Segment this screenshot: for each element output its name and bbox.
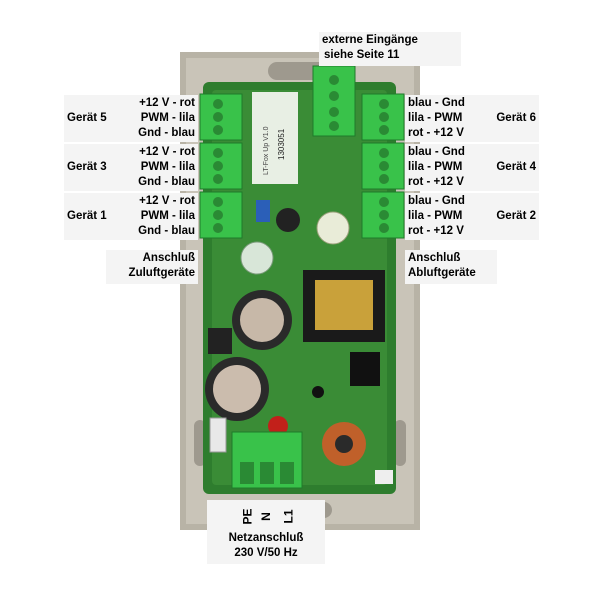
mains-terminal-block xyxy=(231,431,303,489)
electrolytic-capacitor-1-top xyxy=(240,298,284,342)
transformer-core xyxy=(315,280,373,330)
right-group-6-device: Gerät 6 xyxy=(496,112,536,124)
mains-n: N xyxy=(258,512,273,521)
left-group-1-line-1: +12 V - rot xyxy=(139,195,195,207)
left-group-1-line-3: Gnd - blau xyxy=(138,225,195,237)
left-group-1-line-2: PWM - lila xyxy=(140,210,195,222)
mains-line1: Netzanschluß xyxy=(228,532,304,544)
external-inputs-label: externe Eingänge siehe Seite 11 xyxy=(319,32,461,66)
exhaust-air-line1: Anschluß xyxy=(408,252,461,264)
mains-connection-label: PE N L1 Netzanschluß 230 V/50 Hz xyxy=(207,500,325,564)
left-terminal-blocks xyxy=(199,93,243,239)
right-group-6-line-2: lila - PWM xyxy=(408,112,463,124)
right-group-4-line-1: blau - Gnd xyxy=(408,146,465,158)
left-group-5-line-2: PWM - lila xyxy=(140,112,195,124)
supply-air-line2: Zuluftgeräte xyxy=(128,267,195,279)
supply-air-connector-label: Anschluß Zuluftgeräte xyxy=(106,250,198,284)
board-model-text: LT-Fox Up V1.0 xyxy=(263,126,270,175)
right-group-4-device: Gerät 4 xyxy=(496,161,536,173)
capacitor-1 xyxy=(316,211,350,245)
right-group-device-4: blau - Gnd lila - PWM Gerät 4 rot - +12 V xyxy=(405,144,539,191)
left-group-3-line-2: PWM - lila xyxy=(140,161,195,173)
trimmer-potentiometer xyxy=(256,200,270,222)
right-group-4-line-2: lila - PWM xyxy=(408,161,463,173)
exhaust-air-line2: Abluftgeräte xyxy=(408,267,476,279)
ic-chip-left xyxy=(208,328,232,354)
ic-chip-right xyxy=(350,352,380,386)
right-group-device-6: blau - Gnd lila - PWM Gerät 6 rot - +12 V xyxy=(405,95,539,142)
mains-l1: L1 xyxy=(281,509,296,524)
mains-pe: PE xyxy=(240,508,255,525)
left-group-device-3: +12 V - rot Gerät 3 PWM - lila Gnd - blau xyxy=(64,144,198,191)
mains-terminal-letters: PE N L1 xyxy=(210,501,322,531)
capacitor-2 xyxy=(240,241,274,275)
fuse xyxy=(209,417,227,453)
right-group-device-2: blau - Gnd lila - PWM Gerät 2 rot - +12 V xyxy=(405,193,539,240)
small-part xyxy=(375,470,393,484)
right-group-6-line-3: rot - +12 V xyxy=(408,127,464,139)
mains-line2: 230 V/50 Hz xyxy=(234,547,298,559)
inductor-core xyxy=(335,435,353,453)
left-group-device-5: +12 V - rot Gerät 5 PWM - lila Gnd - blau xyxy=(64,95,198,142)
right-terminal-blocks xyxy=(361,93,405,239)
left-group-5-device: Gerät 5 xyxy=(67,112,107,124)
external-inputs-line1: externe Eingänge xyxy=(322,34,418,46)
right-group-6-line-1: blau - Gnd xyxy=(408,97,465,109)
capacitor-small xyxy=(276,208,300,232)
right-group-2-line-3: rot - +12 V xyxy=(408,225,464,237)
left-group-3-line-1: +12 V - rot xyxy=(139,146,195,158)
left-group-5-line-1: +12 V - rot xyxy=(139,97,195,109)
right-group-2-line-1: blau - Gnd xyxy=(408,195,465,207)
left-group-5-line-3: Gnd - blau xyxy=(138,127,195,139)
right-group-4-line-3: rot - +12 V xyxy=(408,176,464,188)
exhaust-air-connector-label: Anschluß Abluftgeräte xyxy=(405,250,497,284)
board-label xyxy=(252,92,298,184)
red-component xyxy=(268,416,288,436)
diode xyxy=(312,386,324,398)
left-group-3-device: Gerät 3 xyxy=(67,161,107,173)
electrolytic-capacitor-2-top xyxy=(213,365,261,413)
right-group-2-line-2: lila - PWM xyxy=(408,210,463,222)
top-terminal-block xyxy=(312,65,356,137)
left-group-3-line-3: Gnd - blau xyxy=(138,176,195,188)
mount-slot-right xyxy=(394,420,406,466)
right-group-2-device: Gerät 2 xyxy=(496,210,536,222)
board-serial-text: 1303051 xyxy=(277,128,286,160)
external-inputs-line2: siehe Seite 11 xyxy=(324,49,400,61)
left-group-device-1: +12 V - rot Gerät 1 PWM - lila Gnd - blau xyxy=(64,193,198,240)
left-group-1-device: Gerät 1 xyxy=(67,210,107,222)
supply-air-line1: Anschluß xyxy=(142,252,195,264)
